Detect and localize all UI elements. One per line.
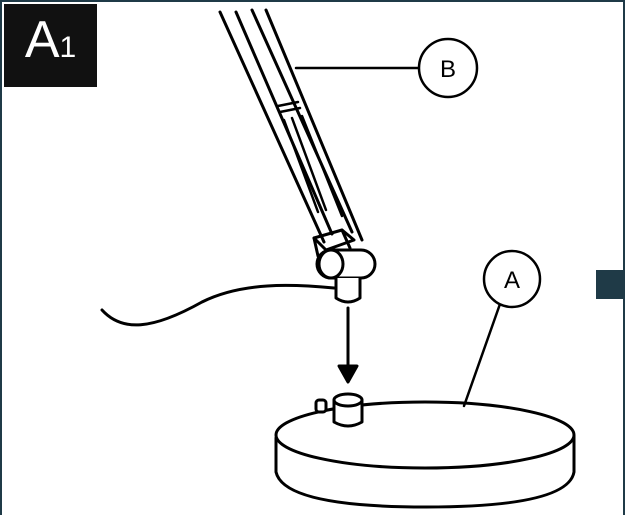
callout-b-circle: [417, 37, 479, 99]
arm-rail-right: [264, 8, 364, 242]
step-number: 1: [59, 31, 77, 64]
lamp-pin: [334, 276, 362, 304]
socket-screw: [314, 398, 328, 414]
lamp-arm: [218, 8, 364, 244]
callout-b-label: B: [440, 56, 456, 83]
arm-spring-3: [300, 114, 344, 218]
callout-a-label: A: [504, 267, 520, 294]
arm-brace: [276, 100, 300, 108]
joint-cap: [317, 248, 345, 280]
arm-brace-2: [278, 106, 302, 114]
callout-b: B: [294, 37, 479, 99]
power-cable: [100, 283, 336, 327]
joint-side: [312, 236, 320, 258]
base-socket: [314, 392, 364, 428]
joint-top: [312, 228, 356, 252]
callout-a: A: [462, 249, 542, 408]
socket-rim: [332, 392, 364, 408]
pin-body: [334, 276, 362, 304]
step-badge: A 1: [4, 4, 97, 87]
joint-side-2: [340, 228, 352, 250]
step-letter: A: [24, 11, 60, 69]
arm-joint: [312, 228, 377, 280]
arm-rail-inner-right: [250, 8, 354, 234]
callout-a-circle: [482, 249, 542, 309]
arm-spring: [282, 118, 320, 214]
arm-spring-2: [290, 116, 328, 212]
arrow-down-icon: [337, 306, 359, 384]
arm-rail-left: [218, 10, 326, 244]
square-marker-icon: [596, 270, 625, 299]
lamp-base: [274, 400, 576, 509]
